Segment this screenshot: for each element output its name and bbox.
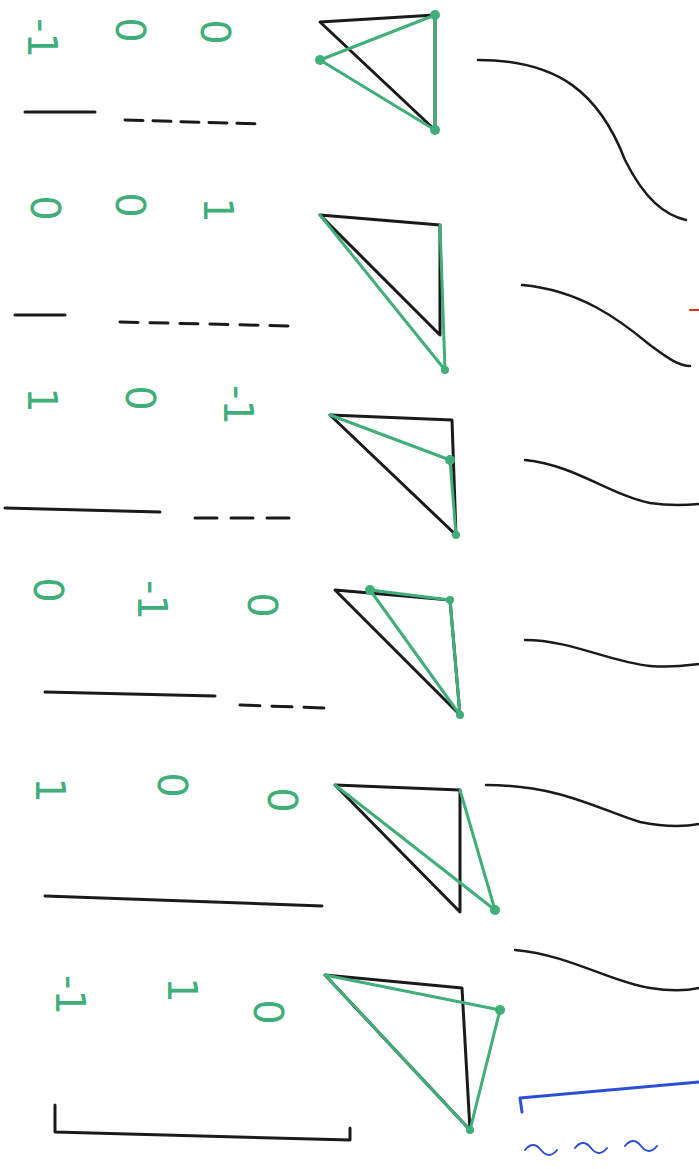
vertex-dots (315, 10, 505, 1134)
matrix-entry: -1 (132, 580, 172, 620)
matrix-entry: 0 (195, 19, 235, 44)
matrix-entry: 1 (30, 777, 70, 802)
matrix-entry: 0 (120, 385, 160, 410)
matrix-entry: 1 (198, 197, 238, 222)
matrix-entry: 0 (242, 592, 282, 617)
curve-sketches (478, 60, 699, 990)
matrix-entry: 0 (248, 999, 288, 1024)
matrix-entry: 0 (28, 577, 68, 602)
red-tick (690, 309, 699, 311)
separator-lines (5, 112, 350, 1140)
matrix-entry: 0 (152, 772, 192, 797)
matrix-entry: -1 (50, 975, 90, 1015)
matrix-entry: 0 (262, 787, 302, 812)
matrix-entry: 1 (162, 977, 202, 1002)
matrix-entry: -1 (218, 385, 258, 425)
matrix-entry: 0 (110, 17, 150, 42)
blue-marks (520, 1082, 699, 1155)
matrix-entry: 0 (110, 192, 150, 217)
matrix-entry: -1 (22, 18, 62, 58)
triangle-sketches (320, 15, 500, 1130)
matrix-entry: 0 (25, 195, 65, 220)
matrix-entry: 1 (22, 387, 62, 412)
